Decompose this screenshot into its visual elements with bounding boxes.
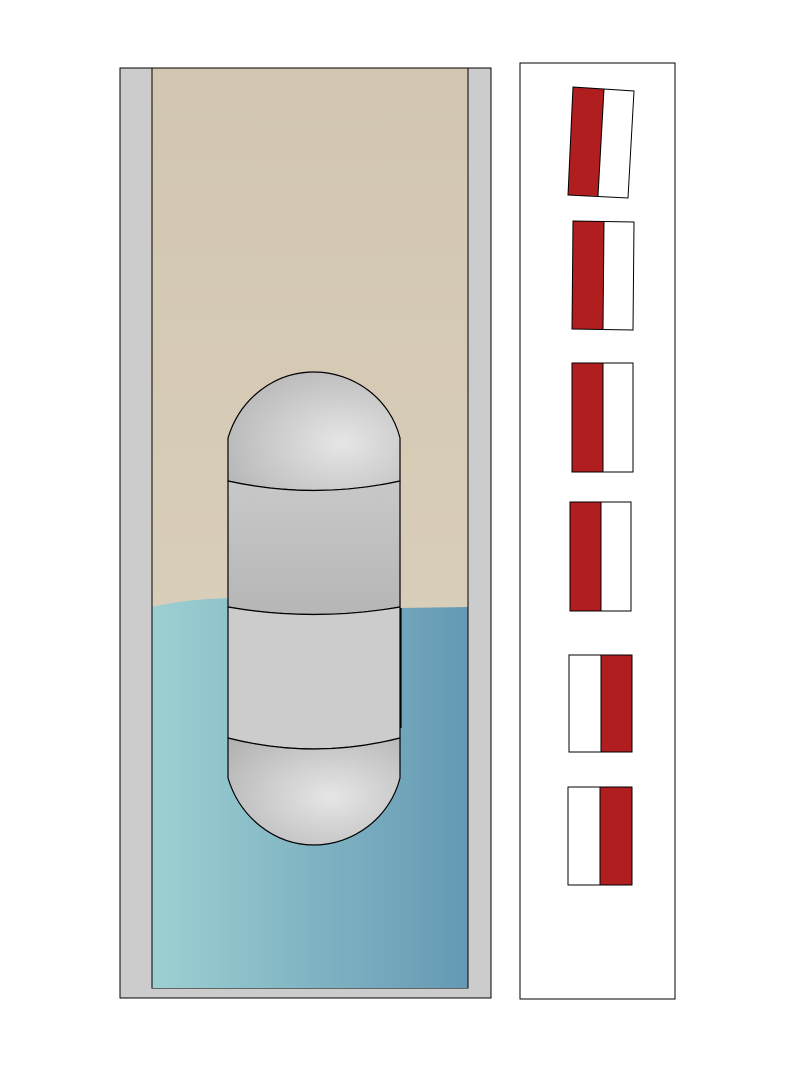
indicator-6	[567, 786, 633, 886]
indicator-4	[569, 501, 632, 612]
indicator-3	[571, 362, 634, 473]
capsule-upper-band	[227, 480, 401, 616]
capsule	[227, 371, 402, 846]
indicator-2	[571, 220, 635, 331]
capsule-bottom-dome	[227, 737, 401, 846]
indicator-5	[568, 654, 633, 753]
capsule-lower-band	[227, 606, 401, 750]
indicator-1	[567, 86, 635, 199]
